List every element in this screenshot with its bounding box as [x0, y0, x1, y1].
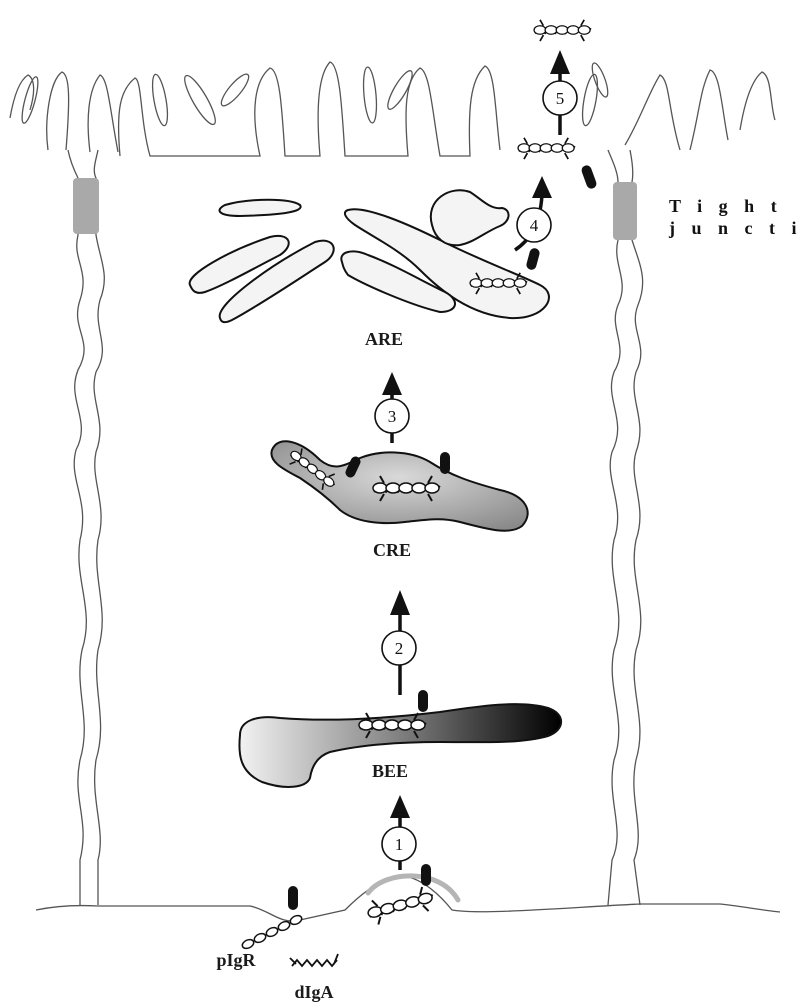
step-4-number: 4: [530, 216, 539, 235]
diga-label: dIgA: [294, 982, 333, 1002]
tight-junction-label-line2: j u n c t i o n: [668, 218, 804, 238]
lateral-membrane-right: [608, 150, 643, 905]
are-label: ARE: [365, 329, 403, 349]
cre-label: CRE: [373, 540, 411, 560]
tight-junction-label-line1: T i g h t: [669, 196, 783, 216]
lateral-membrane-left: [68, 150, 104, 905]
step-1-marker: 1: [382, 827, 416, 861]
pigr-label: pIgR: [216, 950, 256, 970]
step-3-number: 3: [388, 407, 397, 426]
step-3-marker: 3: [375, 399, 409, 433]
bee-label: BEE: [372, 761, 408, 781]
pigr-diga-complex-basolateral: [365, 864, 436, 926]
apical-membrane: [10, 61, 775, 156]
step-2-marker: 2: [382, 631, 416, 665]
pigr-basolateral-free: [241, 886, 303, 950]
tight-junction-right: [613, 182, 637, 240]
step-1-number: 1: [395, 835, 404, 854]
step-5-marker: 5: [543, 81, 577, 115]
step-5-number: 5: [556, 89, 565, 108]
step-2-number: 2: [395, 639, 404, 658]
tight-junction-left: [73, 178, 99, 234]
are-compartment: [190, 190, 549, 322]
diga-free: [290, 954, 338, 966]
step-4-marker: 4: [517, 208, 551, 242]
pigr-diga-complex-apical: [518, 138, 598, 190]
secretory-component-released: [534, 20, 591, 41]
